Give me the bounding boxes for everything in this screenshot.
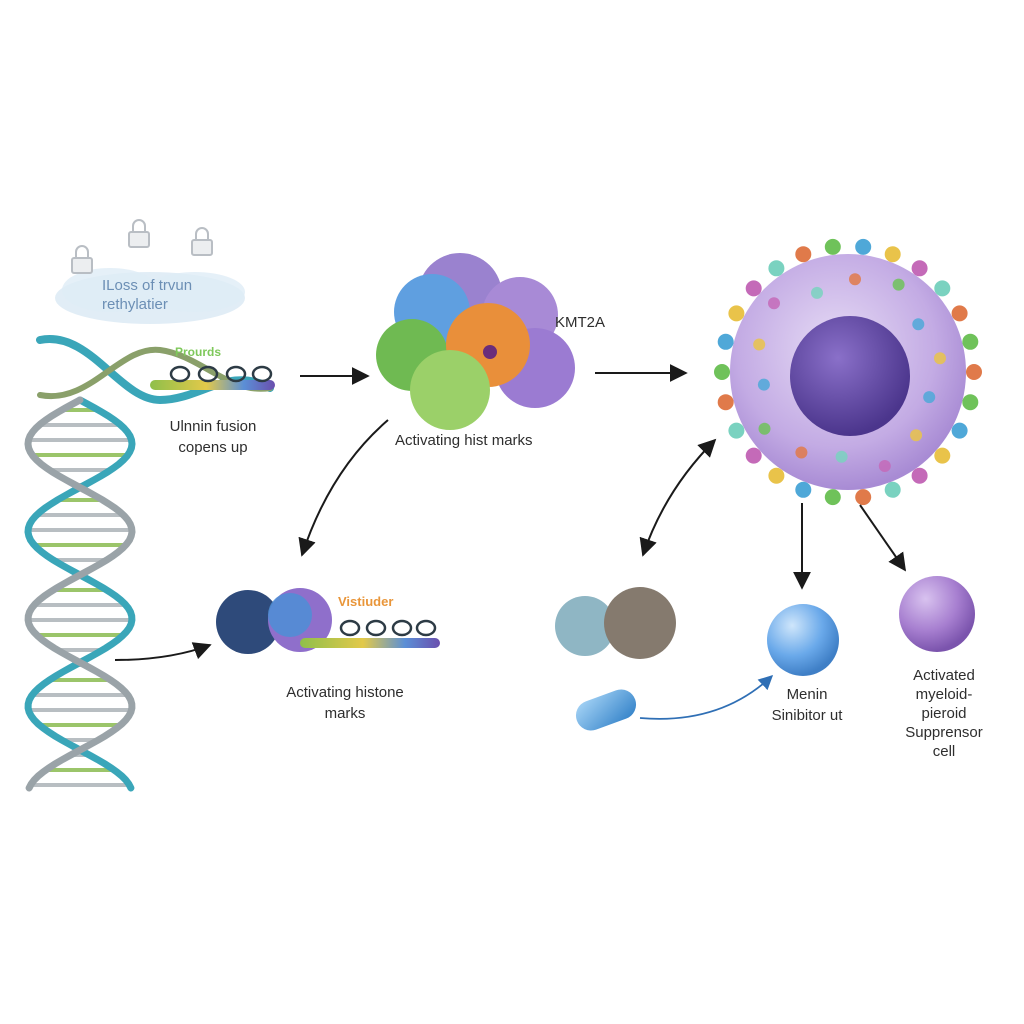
arrow-kmt2a-to-fusion bbox=[298, 419, 389, 557]
loss-line-1: ILoss of trvun bbox=[102, 277, 193, 294]
cytoplasm-granule bbox=[910, 429, 923, 442]
methylation-cloud bbox=[55, 268, 245, 324]
surface-receptor bbox=[717, 394, 734, 411]
surface-receptor bbox=[795, 246, 812, 263]
kmt2a-label: KMT2A bbox=[555, 314, 606, 331]
mdsc-line-4: Supprensor bbox=[905, 724, 983, 741]
cytoplasm-granule bbox=[768, 297, 780, 310]
helix-strand bbox=[24, 396, 136, 792]
surface-receptor bbox=[962, 333, 979, 350]
histone-line-1: Activating histone bbox=[286, 684, 404, 701]
loss-line-2: rethylatier bbox=[102, 296, 168, 313]
surface-receptor bbox=[824, 238, 841, 255]
cytoplasm-granule bbox=[795, 446, 808, 459]
mdsc-label: Activated myeloid- pieroid Supprensor ce… bbox=[882, 666, 1006, 761]
surface-receptor bbox=[768, 260, 785, 277]
histone-line-2: marks bbox=[324, 705, 366, 722]
promoter-tag: Prourds bbox=[175, 345, 221, 359]
cytoplasm-granule bbox=[757, 378, 770, 391]
cytoplasm-granule bbox=[912, 318, 925, 331]
surface-receptor bbox=[795, 481, 812, 498]
menin-line-1: Menin bbox=[786, 686, 828, 703]
surface-receptor bbox=[884, 481, 901, 498]
mdsc-line-1: Activated bbox=[913, 667, 975, 684]
pill-icon bbox=[575, 689, 637, 731]
surface-receptor bbox=[934, 280, 951, 297]
cytoplasm-granule bbox=[811, 286, 823, 299]
arrow-dna-to-fusion bbox=[114, 642, 212, 661]
cytoplasm-granule bbox=[753, 338, 766, 351]
cytoplasm-granule bbox=[758, 422, 771, 435]
mdsc-line-5: cell bbox=[932, 743, 956, 760]
arrows bbox=[114, 364, 907, 661]
surface-receptor bbox=[911, 467, 928, 484]
fusion-tag: Vistiuder bbox=[338, 594, 393, 609]
surface-receptor bbox=[966, 364, 982, 380]
fusion-line-2: copens up bbox=[178, 439, 248, 456]
surface-receptor bbox=[768, 467, 785, 484]
cytoplasm-granule bbox=[934, 352, 946, 365]
leukemic-cell bbox=[714, 238, 982, 506]
surface-receptor bbox=[745, 280, 762, 297]
surface-receptor bbox=[728, 422, 745, 439]
lock-icon bbox=[191, 227, 213, 256]
fusion-line-1: Ulnnin fusion bbox=[169, 418, 257, 435]
helix-strand bbox=[24, 396, 136, 792]
mdsc-line-3: pieroid bbox=[921, 705, 967, 722]
menin-line-2: Sinibitor ut bbox=[771, 707, 843, 724]
surface-receptor bbox=[728, 305, 745, 322]
surface-receptor bbox=[714, 364, 730, 380]
surface-receptor bbox=[951, 422, 968, 439]
activating-histone-label: Activating histone marks bbox=[255, 682, 435, 724]
activating-hist-label: Activating hist marks bbox=[395, 432, 533, 449]
purple-cell bbox=[899, 576, 975, 652]
arrow-cell-to-menin bbox=[639, 438, 717, 557]
loss-of-methylation-label: ILoss of trvun rethylatier bbox=[102, 276, 192, 314]
surface-receptor bbox=[884, 246, 901, 263]
cytoplasm-granule bbox=[923, 391, 936, 404]
upper-gene-strip bbox=[36, 335, 275, 405]
menin-complex bbox=[555, 587, 676, 659]
fusion-opens-label: Ulnnin fusion copens up bbox=[148, 416, 278, 458]
arrow-pill-to-blue bbox=[639, 675, 774, 720]
dna-double-helix bbox=[24, 396, 136, 792]
surface-receptor bbox=[911, 260, 928, 277]
blue-cell bbox=[767, 604, 839, 676]
surface-receptor bbox=[934, 447, 951, 464]
surface-receptor bbox=[717, 333, 734, 350]
lock-icon bbox=[71, 245, 93, 274]
surface-receptor bbox=[824, 489, 841, 506]
mdsc-line-2: myeloid- bbox=[915, 686, 973, 703]
cytoplasm-granule bbox=[849, 273, 861, 286]
surface-receptor bbox=[962, 394, 979, 411]
cytoplasm-granule bbox=[835, 450, 848, 463]
cytoplasm-granule bbox=[892, 278, 905, 291]
lock-icon bbox=[128, 219, 150, 248]
cytoplasm-granule bbox=[878, 460, 891, 472]
menin-inhibitor-label: Menin Sinibitor ut bbox=[748, 684, 866, 726]
surface-receptor bbox=[855, 489, 872, 506]
surface-receptor bbox=[745, 447, 762, 464]
surface-receptor bbox=[951, 305, 968, 322]
arrow-cell-to-purple bbox=[859, 504, 907, 572]
surface-receptor bbox=[855, 238, 872, 255]
fusion-complex bbox=[216, 588, 440, 654]
kmt2a-complex bbox=[376, 253, 575, 430]
